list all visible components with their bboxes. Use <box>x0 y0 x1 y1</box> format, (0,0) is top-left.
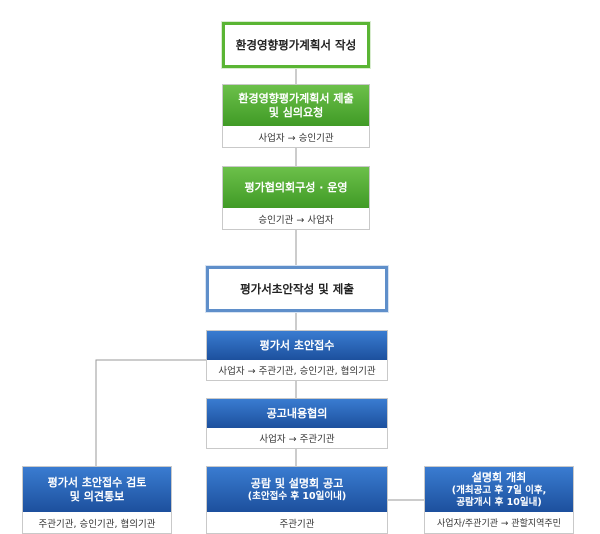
box-plan-submit: 환경영향평가계획서 제출 및 심의요청 사업자 → 승인기관 <box>222 84 370 148</box>
box-draft-review-header: 평가서 초안접수 검토 및 의견통보 <box>23 467 171 513</box>
box-briefing-header: 설명회 개최 (개최공고 후 7일 이후, 공람개시 후 10일내) <box>425 467 573 513</box>
box-plan-writing-title: 환경영향평가계획서 작성 <box>235 38 357 52</box>
box-draft-review: 평가서 초안접수 검토 및 의견통보 주관기관, 승인기관, 협의기관 <box>22 466 172 534</box>
box-briefing-sub-1: (개최공고 후 7일 이후, <box>451 485 547 496</box>
box-public-notice-sub: (초안접수 후 10일이내) <box>247 490 347 502</box>
box-draft-writing-title: 평가서초안작성 및 제출 <box>240 282 354 296</box>
box-council-flow: 승인기관 → 사업자 <box>223 208 369 229</box>
box-plan-submit-header: 환경영향평가계획서 제출 및 심의요청 <box>223 85 369 127</box>
box-council-header: 평가협의회구성 · 운영 <box>223 167 369 209</box>
box-draft-review-flow: 주관기관, 승인기관, 협의기관 <box>23 512 171 533</box>
box-briefing-title: 설명회 개최 <box>471 471 527 485</box>
box-notice-consult-flow: 사업자 → 주관기관 <box>207 428 387 448</box>
box-plan-writing: 환경영향평가계획서 작성 <box>222 22 370 68</box>
box-public-notice-header: 공람 및 설명회 공고 (초안접수 후 10일이내) <box>207 467 387 513</box>
box-draft-writing: 평가서초안작성 및 제출 <box>206 266 388 312</box>
box-plan-submit-title-1: 환경영향평가계획서 제출 <box>238 92 354 106</box>
box-draft-review-title-2: 및 의견통보 <box>69 490 125 503</box>
box-notice-consult-header: 공고내용협의 <box>207 399 387 429</box>
box-council-title: 평가협의회구성 · 운영 <box>244 181 348 195</box>
box-public-notice-flow: 주관기관 <box>207 512 387 533</box>
box-draft-receipt-flow: 사업자 → 주관기관, 승인기관, 협의기관 <box>207 360 387 380</box>
box-public-notice-title: 공람 및 설명회 공고 <box>250 477 344 491</box>
box-council: 평가협의회구성 · 운영 승인기관 → 사업자 <box>222 166 370 230</box>
box-draft-receipt-header: 평가서 초안접수 <box>207 331 387 361</box>
box-notice-consult-title: 공고내용협의 <box>266 407 328 421</box>
box-plan-submit-flow: 사업자 → 승인기관 <box>223 126 369 147</box>
box-briefing: 설명회 개최 (개최공고 후 7일 이후, 공람개시 후 10일내) 사업자/주… <box>424 466 574 534</box>
box-briefing-sub-2: 공람개시 후 10일내) <box>456 496 542 508</box>
connector-receipt-review <box>95 359 206 466</box>
box-plan-submit-title-2: 및 심의요청 <box>268 106 324 119</box>
box-draft-receipt: 평가서 초안접수 사업자 → 주관기관, 승인기관, 협의기관 <box>206 330 388 381</box>
box-public-notice: 공람 및 설명회 공고 (초안접수 후 10일이내) 주관기관 <box>206 466 388 534</box>
box-draft-receipt-title: 평가서 초안접수 <box>259 339 335 353</box>
box-draft-review-title-1: 평가서 초안접수 검토 <box>47 476 147 490</box>
box-notice-consult: 공고내용협의 사업자 → 주관기관 <box>206 398 388 449</box>
box-briefing-flow: 사업자/주관기관 → 관할지역주민 <box>425 512 573 533</box>
